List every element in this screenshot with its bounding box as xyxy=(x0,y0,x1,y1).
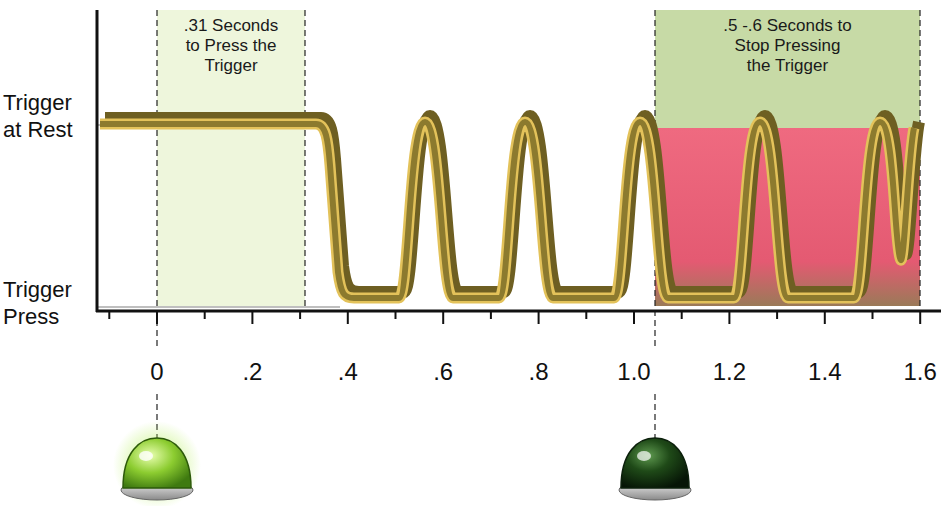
green-light-on xyxy=(113,421,201,506)
time-tick-label: 1.4 xyxy=(808,358,841,386)
trigger-waveform xyxy=(100,116,919,298)
press-level-line xyxy=(97,306,340,308)
level-label: Trigger at Rest xyxy=(3,89,91,143)
press-band-fill xyxy=(157,10,305,306)
time-band: .31 Seconds to Press the Trigger xyxy=(157,10,305,306)
time-tick-label: 1.6 xyxy=(904,358,937,386)
time-tick-label: 0 xyxy=(150,358,163,386)
band-caption: .31 Seconds to Press the Trigger xyxy=(181,16,281,76)
time-tick-label: 1.0 xyxy=(617,358,650,386)
time-tick-label: .6 xyxy=(433,358,453,386)
x-axis xyxy=(96,310,941,313)
time-tick-label: .2 xyxy=(242,358,262,386)
time-band: .5 -.6 Seconds to Stop Pressing the Trig… xyxy=(655,10,920,306)
green-light-off xyxy=(619,438,691,500)
time-tick-label: .4 xyxy=(338,358,358,386)
band-caption: .5 -.6 Seconds to Stop Pressing the Trig… xyxy=(721,16,855,76)
level-label: Trigger Press xyxy=(3,276,91,330)
time-tick-label: .8 xyxy=(529,358,549,386)
y-axis xyxy=(96,10,99,312)
release-band-fill xyxy=(655,10,920,128)
time-tick-label: 1.2 xyxy=(713,358,746,386)
axis-ticks xyxy=(109,311,920,324)
